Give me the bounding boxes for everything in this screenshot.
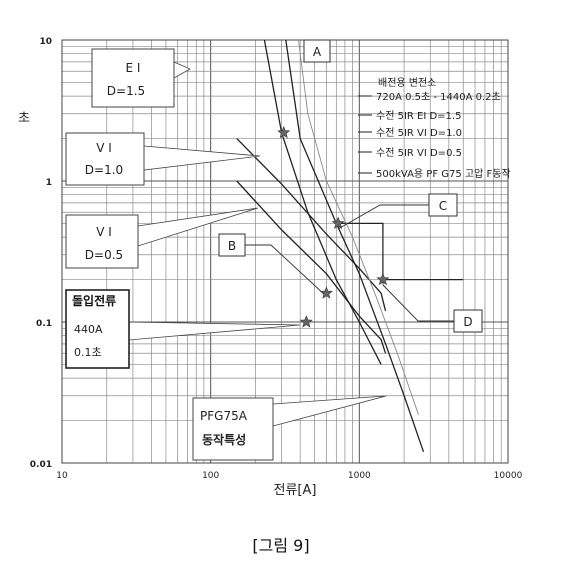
label-box-A [303, 39, 331, 63]
figure-caption: [그림 9] [252, 536, 310, 555]
label-text-D: D [463, 315, 472, 329]
y-tick-label: 0.01 [30, 460, 52, 470]
series-line-6 [298, 39, 419, 415]
x-axis-label: 전류[A] [274, 483, 317, 498]
legend-entry-5: 500kVA용 PF G75 고압 F동작 [376, 167, 511, 180]
series-line-3 [236, 138, 387, 311]
star-marker-3 [331, 216, 345, 229]
series-line-1 [338, 222, 464, 281]
star-marker-5 [299, 315, 313, 328]
y-tick-label: 1 [46, 178, 52, 188]
chart-markers [277, 125, 390, 328]
callout-box-vi10 [65, 132, 145, 186]
x-tick-label: 10000 [494, 471, 523, 481]
x-tick-label: 10 [56, 471, 68, 481]
callout-text-ei: E I [126, 61, 141, 75]
legend-entry-2: 수전 5IR EI D=1.5 [376, 110, 461, 122]
legend-entry-1: 720A 0.5초 - 1440A 0.2초 [376, 91, 501, 103]
callout-box-ei [91, 48, 175, 108]
callout-pointer-inrush [128, 321, 301, 341]
star-marker-4 [376, 272, 390, 286]
label-box-C [428, 193, 458, 217]
callout-text-inrush: 돌입전류 [72, 293, 116, 308]
callout-box-inrush [65, 289, 130, 369]
label-box-B [218, 233, 246, 257]
star-marker-1 [277, 125, 291, 139]
callout-pointer-vi10 [143, 145, 261, 171]
label-leader-B [245, 244, 327, 297]
legend-entry-4: 수전 5IR VI D=0.5 [376, 147, 462, 159]
y-tick-label: 10 [39, 37, 52, 47]
callout-text-inrush: 0.1초 [74, 346, 102, 359]
star-marker-2 [319, 286, 333, 299]
label-leader-C [337, 204, 429, 230]
callout-text-vi05: D=0.5 [85, 248, 123, 262]
callout-pointer-pfg [272, 395, 387, 427]
callout-text-pfg: 동작특성 [202, 432, 246, 447]
label-box-D [453, 309, 483, 333]
axis-tick-labels: 10 100 1000 10000 0.01 0.1 1 10 [30, 37, 523, 481]
callout-text-inrush: 440A [74, 323, 103, 336]
legend-header: 배전용 변전소 [378, 77, 436, 89]
label-text-C: C [439, 199, 447, 213]
legend-entry-3: 수전 5IR VI D=1.0 [376, 127, 462, 139]
label-text-A: A [313, 45, 322, 59]
callout-text-pfg: PFG75A [200, 409, 248, 423]
callout-text-vi10: V I [96, 141, 112, 155]
y-axis-label: 초 [18, 111, 30, 126]
callout-text-vi05: V I [96, 225, 112, 239]
series-line-5 [285, 39, 425, 453]
y-tick-label: 0.1 [36, 319, 52, 329]
callout-box-vi05 [65, 214, 139, 269]
series-line-2 [263, 39, 382, 365]
x-tick-label: 100 [202, 471, 219, 481]
label-text-B: B [228, 239, 236, 253]
series-line-4 [236, 180, 387, 354]
x-tick-label: 1000 [348, 471, 371, 481]
callout-box-pfg [192, 397, 274, 461]
plot-area-frame [61, 39, 509, 464]
callout-text-ei: D=1.5 [107, 84, 145, 98]
callout-text-vi10: D=1.0 [85, 163, 123, 177]
chart-grid [62, 40, 508, 463]
chart-series [236, 39, 464, 453]
label-leader-D [382, 284, 454, 322]
